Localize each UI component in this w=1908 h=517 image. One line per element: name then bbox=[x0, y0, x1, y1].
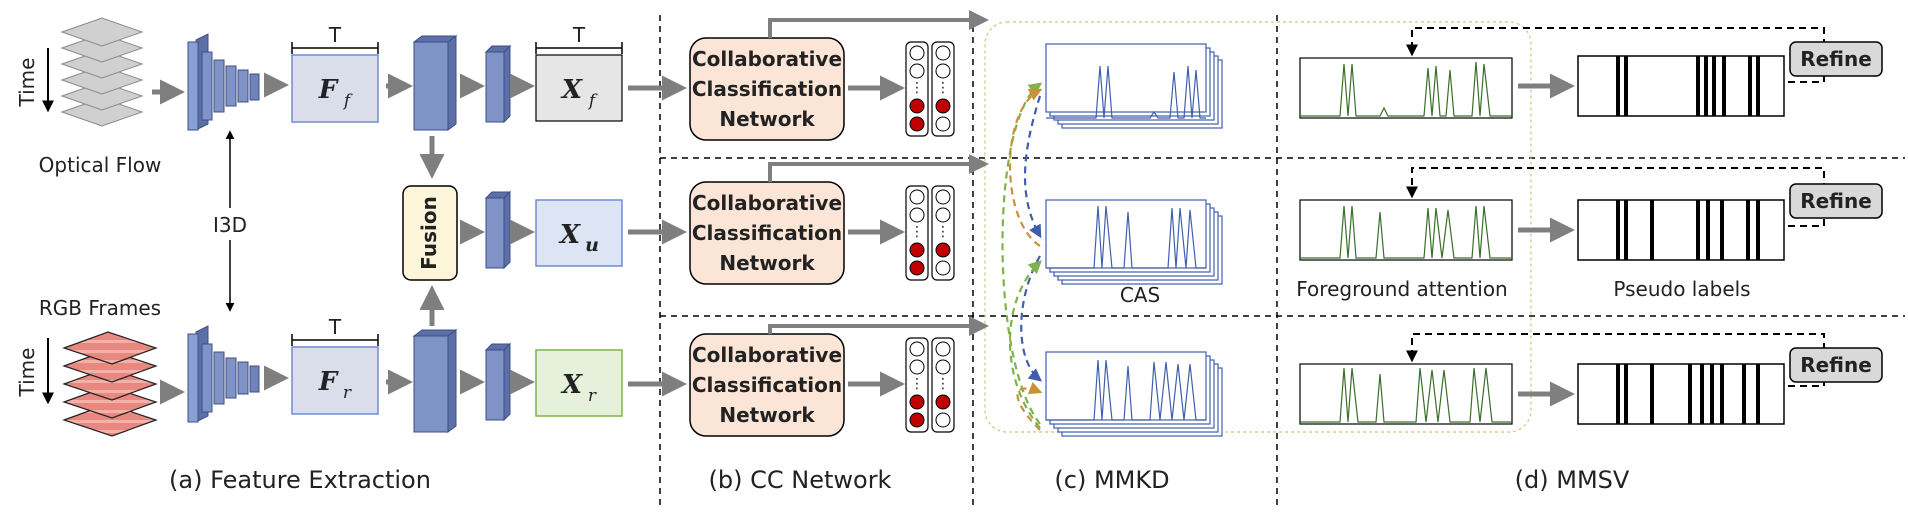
cas-stack-flow bbox=[1045, 43, 1223, 129]
pseudo-labels-label: Pseudo labels bbox=[1613, 277, 1750, 301]
class-scores-fused: ⋮ ⋮ bbox=[905, 185, 955, 281]
foreground-attention-rgb bbox=[1299, 363, 1513, 425]
svg-text:X: X bbox=[560, 75, 584, 105]
class-scores-flow: ⋮ ⋮ bbox=[905, 41, 955, 137]
t-bracket-x: T bbox=[535, 23, 623, 54]
i3d-label: I3D bbox=[213, 213, 247, 237]
svg-text:Time: Time bbox=[15, 58, 39, 108]
cas-label: CAS bbox=[1120, 283, 1160, 307]
section-label-feature-extraction: (a) Feature Extraction bbox=[169, 466, 431, 494]
section-dividers bbox=[659, 15, 1905, 505]
refine-loop-fused: Refine bbox=[1406, 167, 1883, 227]
foreground-attention-flow bbox=[1299, 57, 1513, 119]
feature-box-flow: F f bbox=[291, 54, 379, 123]
svg-text:⋮: ⋮ bbox=[936, 376, 950, 392]
feature-box-rgb: F r bbox=[291, 346, 379, 415]
pseudo-labels-fused bbox=[1577, 199, 1785, 261]
svg-text:Time: Time bbox=[15, 348, 39, 398]
projection-slab-rgb bbox=[484, 342, 512, 422]
svg-text:Collaborative: Collaborative bbox=[692, 191, 842, 215]
x-box-rgb: X r bbox=[535, 349, 623, 417]
svg-text:Network: Network bbox=[719, 107, 815, 131]
embedding-slab-rgb bbox=[412, 329, 458, 433]
svg-text:T: T bbox=[328, 315, 342, 339]
svg-text:F: F bbox=[318, 367, 339, 397]
svg-text:F: F bbox=[318, 75, 339, 105]
fusion-block: Fusion bbox=[402, 185, 458, 281]
refine-loop-rgb: Refine bbox=[1406, 333, 1883, 387]
i3d-block-flow bbox=[187, 33, 260, 131]
svg-text:⋮: ⋮ bbox=[936, 80, 950, 96]
svg-text:Network: Network bbox=[719, 251, 815, 275]
svg-text:r: r bbox=[343, 383, 352, 403]
cas-stack-rgb bbox=[1045, 351, 1223, 437]
section-label-mmkd: (c) MMKD bbox=[1054, 466, 1169, 494]
cc-network-box-rgb: Collaborative Classification Network bbox=[689, 333, 845, 437]
cas-stack-fused bbox=[1045, 199, 1223, 285]
svg-text:X: X bbox=[560, 370, 584, 400]
rgb-frames-label: RGB Frames bbox=[39, 296, 161, 320]
pseudo-labels-rgb bbox=[1577, 363, 1785, 425]
projection-slab-flow bbox=[484, 44, 512, 124]
svg-text:⋮: ⋮ bbox=[936, 224, 950, 240]
svg-text:Classification: Classification bbox=[692, 77, 842, 101]
svg-text:Refine: Refine bbox=[1800, 189, 1872, 213]
svg-text:f: f bbox=[342, 91, 353, 111]
svg-text:X: X bbox=[558, 220, 582, 250]
svg-text:T: T bbox=[328, 23, 342, 47]
svg-text:Refine: Refine bbox=[1800, 353, 1872, 377]
svg-text:Classification: Classification bbox=[692, 221, 842, 245]
x-box-fused: X u bbox=[535, 199, 623, 267]
refine-loop-flow: Refine bbox=[1406, 27, 1883, 83]
svg-text:⋮: ⋮ bbox=[910, 224, 924, 240]
class-scores-rgb: ⋮ ⋮ bbox=[905, 337, 955, 433]
foreground-attention-fused bbox=[1299, 199, 1513, 261]
i3d-link: I3D bbox=[213, 130, 247, 312]
distillation-region bbox=[984, 21, 1532, 433]
svg-text:f: f bbox=[587, 91, 598, 111]
distillation-arrows bbox=[1001, 82, 1043, 431]
svg-text:Collaborative: Collaborative bbox=[692, 47, 842, 71]
svg-text:r: r bbox=[588, 386, 597, 406]
pseudo-labels-flow bbox=[1577, 55, 1785, 117]
svg-text:⋮: ⋮ bbox=[910, 80, 924, 96]
optical-flow-label: Optical Flow bbox=[39, 153, 162, 177]
svg-text:u: u bbox=[585, 234, 599, 256]
svg-text:Refine: Refine bbox=[1800, 47, 1872, 71]
i3d-block-rgb bbox=[187, 325, 260, 423]
embedding-slab-flow bbox=[412, 35, 458, 131]
foreground-attention-label: Foreground attention bbox=[1296, 277, 1507, 301]
rgb-input: RGB Frames Time bbox=[15, 296, 161, 437]
x-box-flow: X f bbox=[535, 54, 623, 122]
svg-text:Classification: Classification bbox=[692, 373, 842, 397]
cc-network-box-flow: Collaborative Classification Network bbox=[689, 37, 845, 141]
t-bracket-rgb: T bbox=[291, 315, 379, 346]
cc-network-box-fused: Collaborative Classification Network bbox=[689, 181, 845, 285]
svg-text:⋮: ⋮ bbox=[910, 376, 924, 392]
optical-flow-input: Time Optical Flow bbox=[15, 17, 162, 177]
t-bracket-flow: T bbox=[291, 23, 379, 54]
section-label-mmsv: (d) MMSV bbox=[1515, 466, 1630, 494]
svg-text:T: T bbox=[572, 23, 586, 47]
section-label-cc-network: (b) CC Network bbox=[709, 466, 892, 494]
svg-text:Network: Network bbox=[719, 403, 815, 427]
svg-text:Collaborative: Collaborative bbox=[692, 343, 842, 367]
projection-slab-fused bbox=[484, 190, 512, 270]
svg-text:Fusion: Fusion bbox=[417, 196, 441, 270]
